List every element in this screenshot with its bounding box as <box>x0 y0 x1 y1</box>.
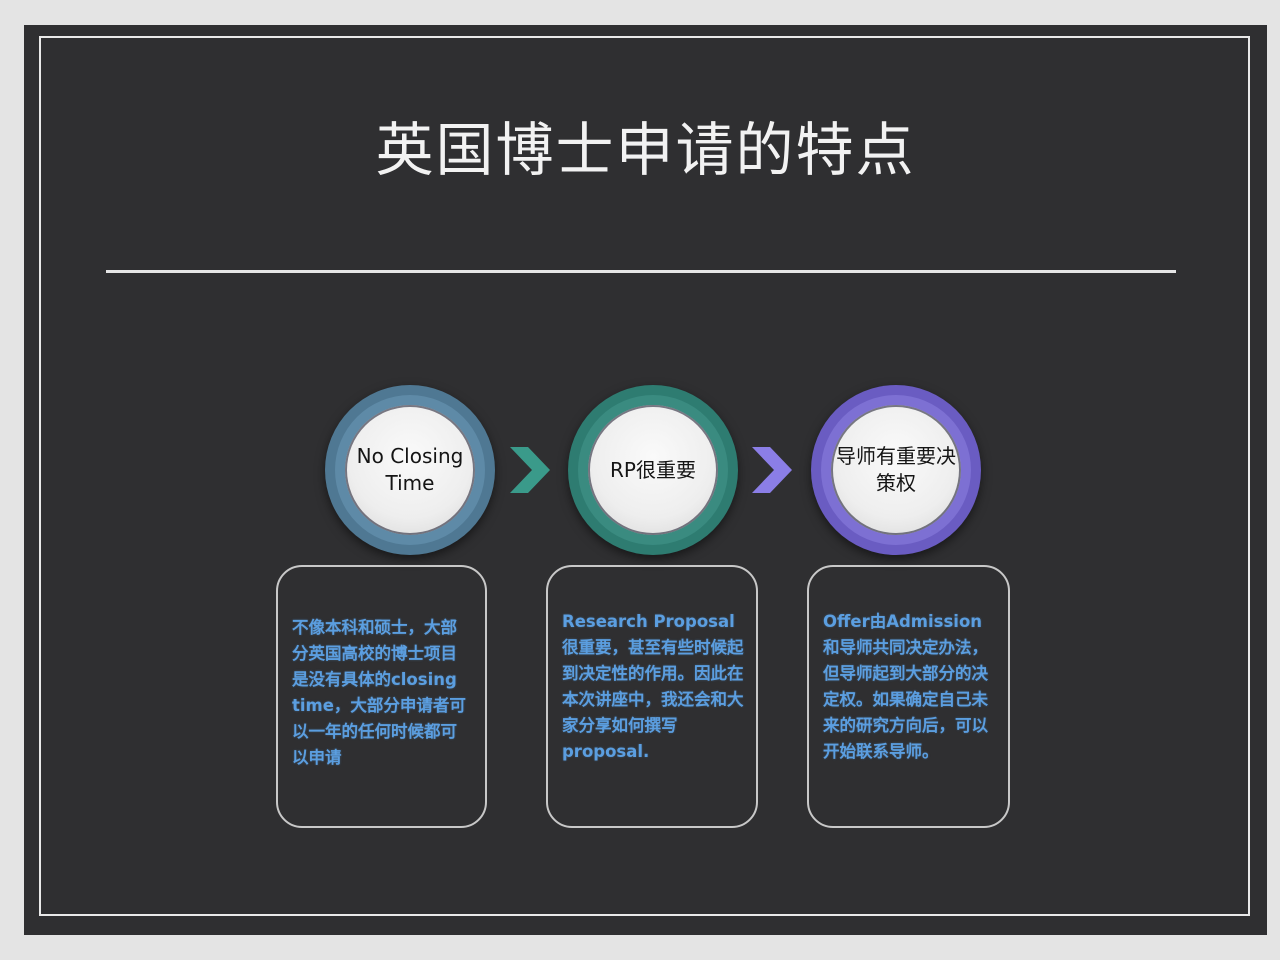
step-2-circle: RP很重要 <box>568 385 738 555</box>
step-1-description-box: 不像本科和硕士，大部分英国高校的博士项目是没有具体的closing time，大… <box>276 565 487 828</box>
step-2-label: RP很重要 <box>588 405 718 535</box>
step-2-description-box: Research Proposal很重要，甚至有些时候起到决定性的作用。因此在本… <box>546 565 758 828</box>
step-3-circle: 导师有重要决策权 <box>811 385 981 555</box>
step-1-label: No Closing Time <box>345 405 475 535</box>
slide: 英国博士申请的特点 No Closing Time RP很重要 导师有重要决策权… <box>24 25 1267 935</box>
chevron-right-icon <box>510 447 550 493</box>
step-2-description: Research Proposal很重要，甚至有些时候起到决定性的作用。因此在本… <box>562 612 744 761</box>
step-3-description-box: Offer由Admission和导师共同决定办法，但导师起到大部分的决定权。如果… <box>807 565 1010 828</box>
chalk-frame-border <box>39 36 1250 916</box>
title-divider <box>106 270 1176 273</box>
step-3-label: 导师有重要决策权 <box>831 405 961 535</box>
step-1-description: 不像本科和硕士，大部分英国高校的博士项目是没有具体的closing time，大… <box>292 618 466 767</box>
slide-title: 英国博士申请的特点 <box>375 116 916 184</box>
step-3-description: Offer由Admission和导师共同决定办法，但导师起到大部分的决定权。如果… <box>823 612 988 761</box>
chevron-right-icon <box>752 447 792 493</box>
step-1-circle: No Closing Time <box>325 385 495 555</box>
